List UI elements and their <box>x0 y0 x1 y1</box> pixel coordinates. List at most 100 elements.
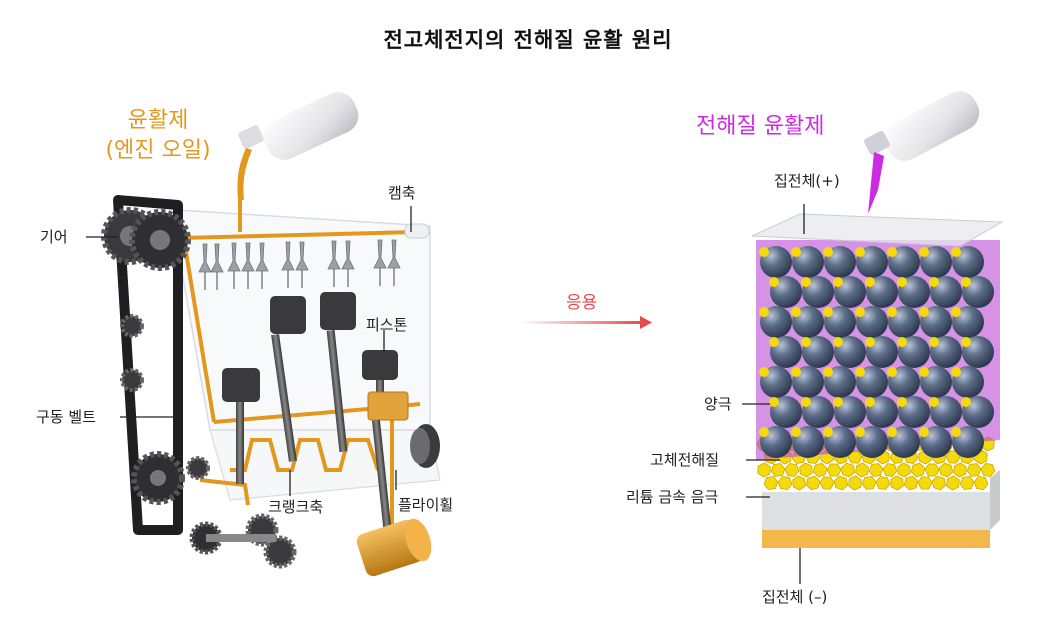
electrolyte-grain <box>882 463 898 477</box>
electrolyte-grain <box>840 462 856 478</box>
engine-leader-lines <box>86 206 412 496</box>
electrolyte-grain <box>910 462 926 478</box>
electrolyte-grain <box>959 476 975 490</box>
piston-label: 피스톤 <box>366 316 408 334</box>
electrolyte-grain <box>812 462 828 478</box>
electrolyte-particle <box>801 337 811 347</box>
electrolyte-particle <box>897 337 907 347</box>
electrolyte-grain <box>931 475 947 491</box>
electrolyte-particle <box>823 247 833 257</box>
electrolyte-grain <box>855 462 869 478</box>
electrolyte-particle <box>897 397 907 407</box>
electrolyte-particle <box>791 427 801 437</box>
engine-illustration <box>86 92 441 577</box>
electrolyte-grain <box>946 475 960 491</box>
electrolyte-particle <box>791 247 801 257</box>
electrolyte-particle <box>929 277 939 287</box>
apply-label: 응용 <box>566 293 598 313</box>
battery-leader-lines <box>742 204 805 584</box>
collector-plus-label: 집전체(+) <box>774 172 840 190</box>
camshaft-label: 캠축 <box>388 184 416 202</box>
electrolyte-particle <box>919 427 929 437</box>
electrolyte-particle <box>759 427 769 437</box>
electrolyte-particle <box>759 247 769 257</box>
electrolyte-particle <box>855 427 865 437</box>
electrolyte-particle <box>833 397 843 407</box>
collector-minus-label: 집전체 (–) <box>762 588 828 606</box>
lithium-anode-layer <box>762 492 990 530</box>
electrolyte-particle <box>865 397 875 407</box>
electrolyte-particle <box>833 337 843 347</box>
electrolyte-grain <box>848 475 862 491</box>
oil-bottle <box>237 92 359 200</box>
electrolyte-particle <box>929 397 939 407</box>
electrolyte-particle <box>919 247 929 257</box>
electrolyte-grain <box>819 476 835 490</box>
cathode-spheres <box>759 246 994 458</box>
electrolyte-particle <box>897 277 907 287</box>
electrolyte-particle <box>823 367 833 377</box>
electrolyte-grain <box>777 476 793 490</box>
electrolyte-particle <box>887 427 897 437</box>
electrolyte-grain <box>953 462 967 478</box>
electrolyte-particle <box>823 307 833 317</box>
electrolyte-grain <box>903 475 919 491</box>
electrolyte-particle <box>951 427 961 437</box>
crankshaft-label: 크랭크축 <box>268 498 324 516</box>
electrolyte-particle <box>759 307 769 317</box>
electrolyte-lubricant-label: 전해질 윤활제 <box>696 114 825 139</box>
electrolyte-grain <box>980 462 996 478</box>
electrolyte-particle <box>951 247 961 257</box>
gear-label: 기어 <box>40 228 68 246</box>
drive-belt-label: 구동 벨트 <box>36 408 96 426</box>
electrolyte-bottle <box>864 91 980 214</box>
battery-illustration <box>742 91 1004 584</box>
electrolyte-particle <box>951 367 961 377</box>
electrolyte-grain <box>826 463 842 477</box>
electrolyte-grain <box>890 475 904 491</box>
electrolyte-particle <box>759 367 769 377</box>
collector-minus-layer <box>762 528 990 548</box>
pistons <box>222 292 409 537</box>
electrolyte-grain <box>861 476 877 490</box>
valves <box>198 239 401 273</box>
page-title: 전고체전지의 전해질 윤활 원리 <box>383 28 673 52</box>
electrolyte-grain <box>799 462 813 478</box>
electrolyte-grain <box>938 462 954 478</box>
lithium-anode-label: 리튬 금속 음극 <box>626 488 719 506</box>
flywheel <box>410 424 440 468</box>
electrolyte-grain <box>833 475 849 491</box>
apply-arrow <box>520 316 652 329</box>
solid-electrolyte-label: 고체전해질 <box>650 451 720 469</box>
valve-stems <box>204 268 395 290</box>
electrolyte-grain <box>868 463 884 477</box>
electrolyte-particle <box>769 337 779 347</box>
electrolyte-particle <box>865 277 875 287</box>
electrolyte-grain <box>770 463 786 477</box>
electrolyte-particle <box>801 277 811 287</box>
lubricant-label-line2: (엔진 오일) <box>105 138 211 163</box>
electrolyte-particle <box>791 367 801 377</box>
electrolyte-particle <box>961 397 971 407</box>
electrolyte-particle <box>769 397 779 407</box>
electrolyte-particle <box>769 277 779 287</box>
electrolyte-particle <box>855 367 865 377</box>
electrolyte-particle <box>919 307 929 317</box>
electrolyte-particle <box>887 367 897 377</box>
gears <box>101 207 297 569</box>
camshaft-end <box>404 223 430 239</box>
electrolyte-grain <box>792 475 806 491</box>
electrolyte-particle <box>919 367 929 377</box>
collector-plus-layer <box>751 213 1004 247</box>
electrolyte-particle <box>887 247 897 257</box>
electrolyte-particle <box>855 247 865 257</box>
oil-cylinder <box>356 518 432 577</box>
flywheel-label: 플라이휠 <box>398 496 454 514</box>
electrolyte-particle <box>823 427 833 437</box>
electrolyte-grain <box>973 475 989 491</box>
electrolyte-particle <box>951 307 961 317</box>
electrolyte-grain <box>805 475 821 491</box>
drive-belt-shape <box>113 195 183 535</box>
electrolyte-grain <box>763 476 779 490</box>
electrolyte-particle <box>961 277 971 287</box>
